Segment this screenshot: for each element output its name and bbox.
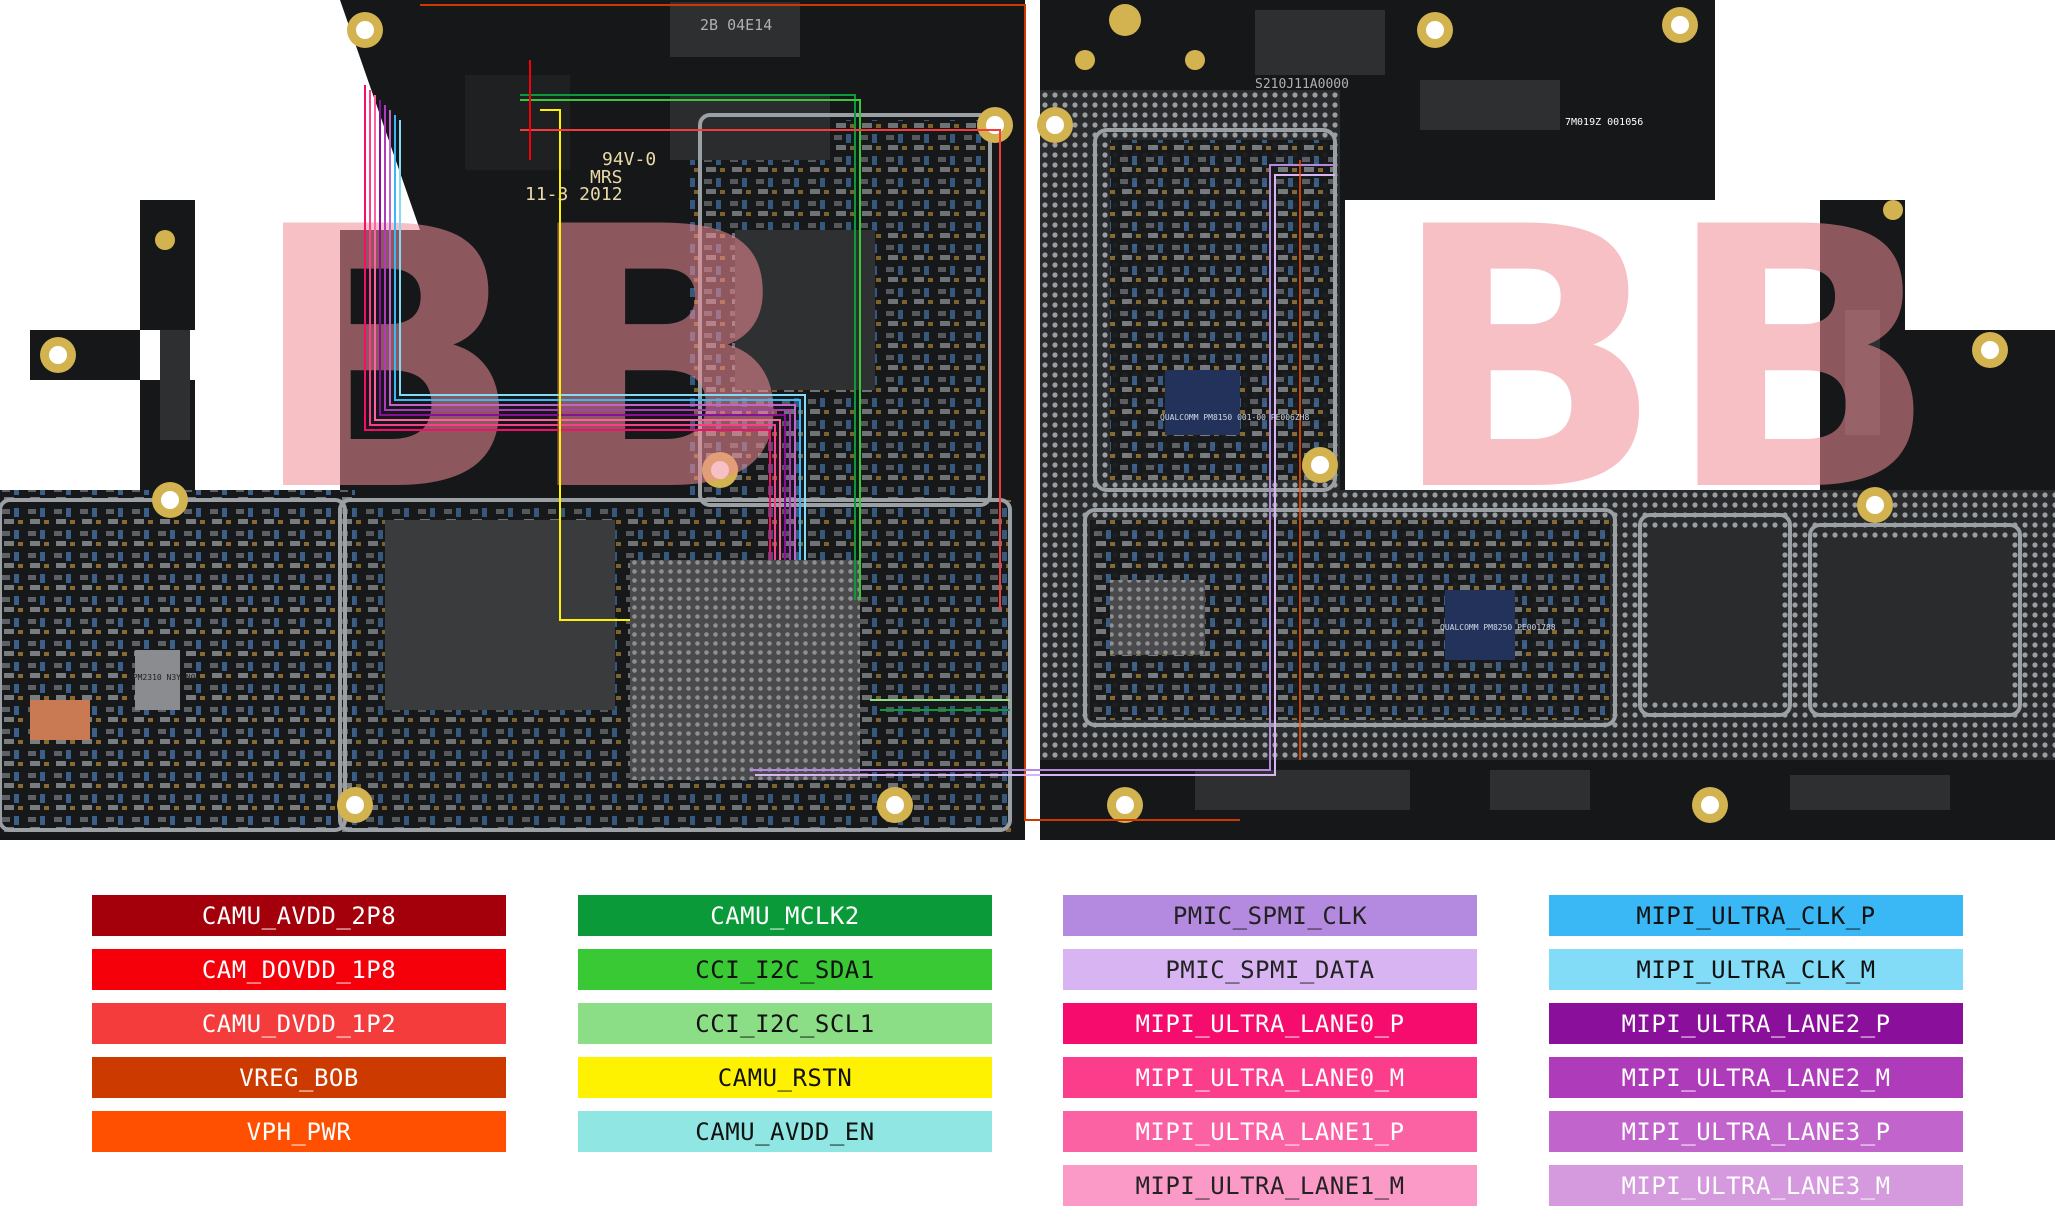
legend-item: MIPI_ULTRA_CLK_P <box>1549 895 1963 936</box>
legend-item-label: VPH_PWR <box>246 1117 352 1146</box>
legend-item-label: MIPI_ULTRA_LANE1_M <box>1135 1171 1405 1200</box>
legend-item: MIPI_ULTRA_CLK_M <box>1549 949 1963 990</box>
legend-column-4: MIPI_ULTRA_CLK_P MIPI_ULTRA_CLK_M MIPI_ULT… <box>1549 895 1963 1219</box>
legend-item: CCI_I2C_SDA1 <box>578 949 992 990</box>
legend-item: MIPI_ULTRA_LANE2_M <box>1549 1057 1963 1098</box>
svg-text:BB: BB <box>1390 151 1939 570</box>
legend-item-label: MIPI_ULTRA_CLK_P <box>1636 901 1876 930</box>
legend-item-label: CAMU_MCLK2 <box>710 901 860 930</box>
pcb-board-diagram: BB BB 94V-0 MRS 11-3 2012 2B 04E14 S210J… <box>0 0 2055 840</box>
watermark: BB BB <box>250 151 1939 570</box>
pmic-chip-1 <box>1165 370 1240 435</box>
fpc-connector-top <box>670 95 830 160</box>
legend-column-3: PMIC_SPMI_CLK PMIC_SPMI_DATA MIPI_ULTRA_LA… <box>1063 895 1477 1219</box>
svg-text:QUALCOMM PM8150 001-00 PE006ZH: QUALCOMM PM8150 001-00 PE006ZH8 <box>1160 413 1309 422</box>
svg-text:11-3 2012: 11-3 2012 <box>525 184 623 205</box>
legend-item: CAMU_AVDD_EN <box>578 1111 992 1152</box>
pmic-chip-2 <box>1445 590 1515 660</box>
net-traces <box>364 4 1335 821</box>
memory-chip <box>735 230 875 390</box>
legend-item-label: MIPI_ULTRA_LANE0_M <box>1135 1063 1405 1092</box>
legend-item-label: MIPI_ULTRA_LANE3_M <box>1621 1171 1891 1200</box>
silkscreen: 94V-0 MRS 11-3 2012 2B 04E14 S210J11A000… <box>128 16 1643 682</box>
legend-item: CAM_DOVDD_1P8 <box>92 949 506 990</box>
legend-item: PMIC_SPMI_DATA <box>1063 949 1477 990</box>
svg-text:7M019Z 001056: 7M019Z 001056 <box>1565 117 1643 128</box>
left-board <box>0 0 1025 840</box>
legend-item-label: MIPI_ULTRA_LANE2_M <box>1621 1063 1891 1092</box>
legend-item: CAMU_AVDD_2P8 <box>92 895 506 936</box>
legend-item-label: VREG_BOB <box>239 1063 359 1092</box>
legend-item-label: CAMU_RSTN <box>717 1063 853 1092</box>
legend-item: MIPI_ULTRA_LANE2_P <box>1549 1003 1963 1044</box>
legend-item-label: CAM_DOVDD_1P8 <box>201 955 397 984</box>
fpc-connector-bottom-1 <box>1195 770 1410 810</box>
legend-item: MIPI_ULTRA_LANE3_P <box>1549 1111 1963 1152</box>
legend-item: VREG_BOB <box>92 1057 506 1098</box>
fpc-connector-right <box>1845 310 1880 435</box>
legend-item: MIPI_ULTRA_LANE3_M <box>1549 1165 1963 1206</box>
rf-chip-2 <box>1820 540 2010 700</box>
svg-text:MRS: MRS <box>590 167 623 188</box>
legend-item: MIPI_ULTRA_LANE1_P <box>1063 1111 1477 1152</box>
svg-text:S210J11A0000: S210J11A0000 <box>1255 77 1349 92</box>
legend-item-label: MIPI_ULTRA_LANE2_P <box>1621 1009 1891 1038</box>
legend-item: VPH_PWR <box>92 1111 506 1152</box>
legend-item-label: PMIC_SPMI_CLK <box>1172 901 1368 930</box>
svg-text:QUALCOMM PM8250 PE001788: QUALCOMM PM8250 PE001788 <box>1440 623 1556 632</box>
svg-text:BB: BB <box>250 151 799 570</box>
legend-item-label: CAMU_AVDD_EN <box>695 1117 875 1146</box>
legend-item: CAMU_DVDD_1P2 <box>92 1003 506 1044</box>
processor-shield <box>385 520 615 710</box>
soc-bga <box>630 560 860 780</box>
legend-item: MIPI_ULTRA_LANE0_M <box>1063 1057 1477 1098</box>
svg-text:QPM2310 N3Y6N02: QPM2310 N3Y6N02 <box>128 673 200 682</box>
legend-item: CAMU_RSTN <box>578 1057 992 1098</box>
rf-chip-1 <box>1650 530 1780 700</box>
legend-item-label: CCI_I2C_SCL1 <box>695 1009 875 1038</box>
legend-item-label: MIPI_ULTRA_LANE0_P <box>1135 1009 1405 1038</box>
legend-item-label: MIPI_ULTRA_LANE3_P <box>1621 1117 1891 1146</box>
svg-text:2B 04E14: 2B 04E14 <box>700 16 772 34</box>
legend-item: CCI_I2C_SCL1 <box>578 1003 992 1044</box>
legend-item-label: MIPI_ULTRA_LANE1_P <box>1135 1117 1405 1146</box>
legend-item-label: CAMU_AVDD_2P8 <box>201 901 397 930</box>
legend-item: CAMU_MCLK2 <box>578 895 992 936</box>
legend-item-label: CAMU_DVDD_1P2 <box>201 1009 397 1038</box>
right-board <box>1040 0 2055 840</box>
legend-item-label: PMIC_SPMI_DATA <box>1165 955 1375 984</box>
legend-item-label: MIPI_ULTRA_CLK_M <box>1636 955 1876 984</box>
legend-item: PMIC_SPMI_CLK <box>1063 895 1477 936</box>
fpc-connector-left <box>160 330 190 440</box>
legend-item: MIPI_ULTRA_LANE0_P <box>1063 1003 1477 1044</box>
legend-item-label: CCI_I2C_SDA1 <box>695 955 875 984</box>
legend-item: MIPI_ULTRA_LANE1_M <box>1063 1165 1477 1206</box>
svg-text:94V-0: 94V-0 <box>602 149 656 170</box>
